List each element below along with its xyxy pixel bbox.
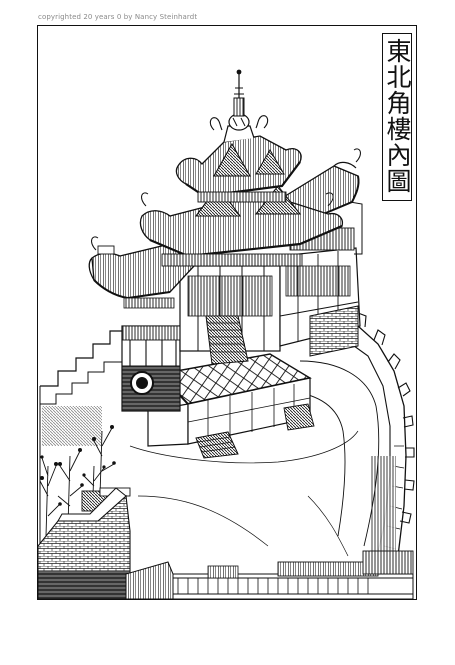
courtyard (129, 430, 359, 557)
copyright-notice: copyrighted 20 years 0 by Nancy Steinhar… (38, 13, 198, 21)
bottom-gate (125, 550, 414, 599)
lower-pavilion (147, 353, 315, 459)
woodblock-illustration (38, 69, 415, 599)
illustration-frame (37, 25, 417, 600)
roof-finial (91, 69, 361, 251)
wall-walkway (287, 360, 380, 547)
city-wall-left (39, 326, 127, 546)
brick-wall-lower-left (38, 487, 131, 599)
title-text: 東北角樓內圖 (383, 38, 412, 194)
roof-upper (175, 135, 302, 203)
tower-body (121, 247, 361, 412)
title-cartouche: 東北角樓內圖 (382, 33, 412, 201)
